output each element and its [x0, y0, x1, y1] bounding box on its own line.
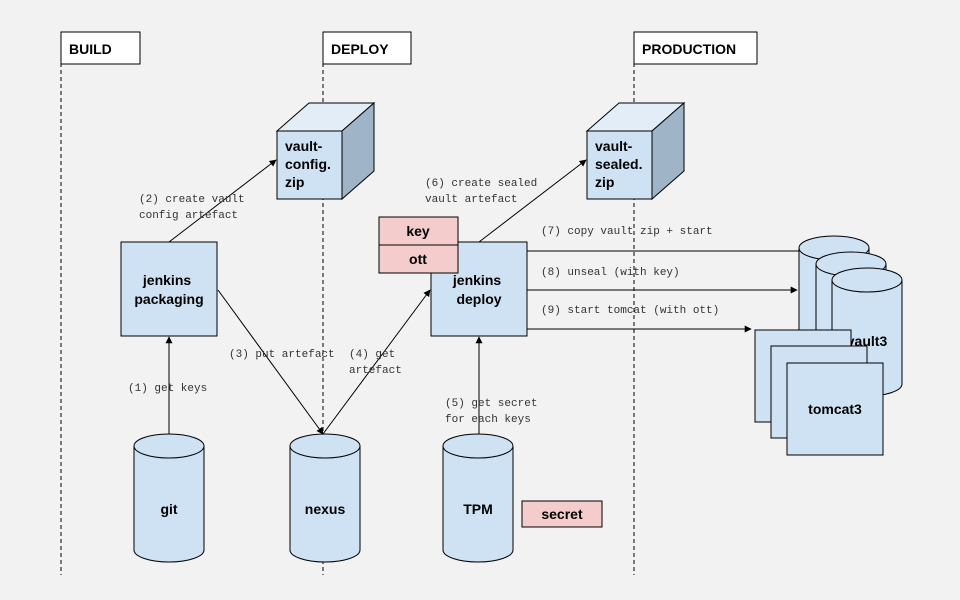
nexus-label: nexus: [305, 501, 346, 517]
nexus-database: nexus: [289, 433, 361, 563]
edge-label-create-vault-config: (2) create vault config artefact: [139, 194, 251, 222]
lane-title-build: BUILD: [69, 41, 112, 57]
vault-config-zip-cube: vault- config. zip: [275, 101, 376, 201]
lane-title-deploy: DEPLOY: [331, 41, 389, 57]
jenkins-packaging-label: jenkins packaging: [134, 272, 203, 307]
lane-title-production: PRODUCTION: [642, 41, 736, 57]
jenkins-packaging-node: jenkins packaging: [120, 241, 218, 337]
tpm-database: TPM: [442, 433, 514, 563]
vault3-label: vault3: [847, 333, 888, 349]
edge-label-create-sealed-vault: (6) create sealed vault artefact: [425, 178, 544, 206]
key-label: key: [406, 223, 430, 239]
lane-header-build: BUILD: [60, 31, 141, 65]
edge-label-put-artefact: (3) put artefact: [229, 349, 335, 361]
tpm-label: TPM: [463, 501, 493, 517]
git-database: git: [133, 433, 205, 563]
lane-header-deploy: DEPLOY: [322, 31, 412, 65]
tomcat3-label: tomcat3: [808, 401, 862, 417]
secret-label: secret: [541, 506, 583, 522]
ott-label: ott: [409, 251, 427, 267]
edge-get-artefact: [322, 289, 431, 435]
vault-sealed-zip-cube: vault- sealed. zip: [585, 101, 686, 201]
edge-create-vault-config: [168, 159, 277, 243]
vault-config-zip-label: vault- config. zip: [285, 138, 335, 190]
edge-label-copy-vault-zip: (7) copy vault zip + start: [541, 226, 713, 238]
edge-label-start-tomcat: (9) start tomcat (with ott): [541, 305, 719, 317]
edge-put-artefact: [217, 289, 324, 435]
vault-sealed-zip-label: vault- sealed. zip: [595, 138, 646, 190]
edge-label-get-secret: (5) get secret for each keys: [445, 398, 544, 426]
key-credential: key: [378, 216, 459, 246]
edge-label-get-artefact: (4) get artefact: [349, 349, 402, 377]
secret-credential: secret: [521, 500, 603, 528]
edge-label-unseal: (8) unseal (with key): [541, 267, 680, 279]
edge-create-sealed-vault: [478, 159, 587, 243]
lane-header-production: PRODUCTION: [633, 31, 758, 65]
tomcat-box-3: tomcat3: [786, 362, 884, 456]
ott-credential: ott: [378, 244, 459, 274]
edge-label-get-keys: (1) get keys: [128, 383, 207, 395]
git-label: git: [160, 501, 177, 517]
jenkins-deploy-label: jenkins deploy: [452, 272, 505, 307]
